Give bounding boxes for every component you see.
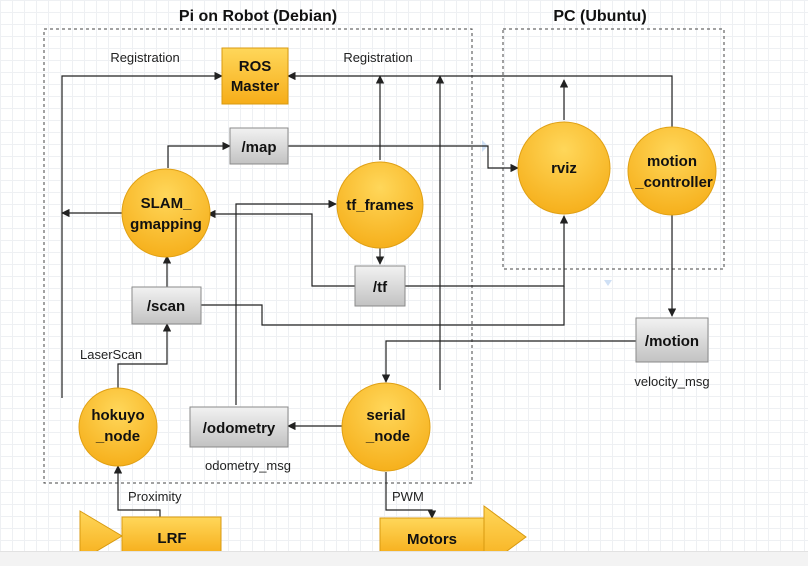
pwm-label: PWM: [392, 489, 424, 504]
serial-node: serial _node: [341, 382, 431, 472]
serial-label-line1: serial: [366, 407, 405, 424]
registration-right-label: Registration: [343, 50, 412, 65]
edges: [61, 71, 677, 519]
edge-hokuyo-registration: [61, 71, 223, 398]
tf-frames-label: tf_frames: [346, 197, 414, 214]
proximity-label: Proximity: [128, 489, 182, 504]
motors-label: Motors: [407, 531, 457, 548]
registration-left-label: Registration: [110, 50, 179, 65]
edge-map-rviz: [288, 145, 519, 173]
tf-frames-node: tf_frames: [336, 161, 424, 249]
topic-scan: /scan: [131, 286, 202, 325]
edge-serial-motors: [385, 472, 437, 519]
topic-map: /map: [229, 127, 289, 165]
topic-tf: /tf: [354, 265, 406, 307]
ros-master-label-line1: ROS: [239, 58, 272, 75]
pc-region: [502, 28, 725, 270]
topic-motion-label: /motion: [645, 333, 699, 350]
velocity-msg-label: velocity_msg: [634, 374, 709, 389]
edge-odometry-tf: [235, 199, 337, 405]
motion-controller-node: motion _controller: [627, 126, 717, 216]
robot-region: [43, 28, 473, 484]
topic-tf-label: /tf: [373, 279, 388, 296]
robot-region-title: Pi on Robot (Debian): [179, 8, 337, 25]
edge-motion-serial: [381, 340, 636, 383]
edge-motion-registration: [287, 71, 673, 130]
hokuyo-label-line1: hokuyo: [91, 407, 144, 424]
rviz-node: rviz: [517, 121, 611, 215]
ros-master-node: ROS Master: [221, 47, 289, 105]
topic-odometry-label: /odometry: [203, 420, 276, 437]
pc-region-title: PC (Ubuntu): [553, 8, 646, 25]
hokuyo-label-line2: _node: [95, 428, 140, 445]
motion-controller-label-line2: _controller: [634, 174, 713, 191]
odometry-msg-label: odometry_msg: [205, 458, 291, 473]
edge-scan-rviz: [201, 286, 565, 326]
edge-hokuyo-scan: [117, 323, 172, 388]
slam-gmapping-node: SLAM_ gmapping: [121, 168, 211, 258]
bottom-strip: [0, 551, 808, 566]
motors-block: Motors: [379, 505, 527, 551]
topic-motion: /motion: [635, 317, 709, 363]
laserscan-label: LaserScan: [80, 347, 142, 362]
rviz-label: rviz: [551, 160, 577, 177]
ros-master-label-line2: Master: [231, 78, 280, 95]
motion-controller-label-line1: motion: [647, 153, 697, 170]
edge-slam-map: [167, 141, 231, 168]
edge-tf-rviz: [405, 215, 569, 287]
architecture-diagram: Pi on Robot (Debian) PC (Ubuntu): [43, 8, 725, 551]
motors-arrow-icon: [483, 505, 527, 551]
topic-scan-label: /scan: [147, 298, 185, 315]
serial-label-line2: _node: [365, 428, 410, 445]
slam-label-line1: SLAM_: [141, 195, 192, 212]
edge-tf-slam: [207, 209, 355, 287]
handle-icon: [604, 280, 612, 286]
slam-label-line2: gmapping: [130, 216, 202, 233]
lrf-label: LRF: [157, 530, 186, 547]
lrf-triangle-icon: [79, 510, 123, 551]
hokuyo-node: hokuyo _node: [78, 387, 158, 467]
lrf-block: LRF: [79, 510, 222, 551]
topic-map-label: /map: [241, 139, 276, 156]
topic-odometry: /odometry: [189, 406, 289, 448]
edge-lrf-hokuyo: [113, 465, 161, 517]
